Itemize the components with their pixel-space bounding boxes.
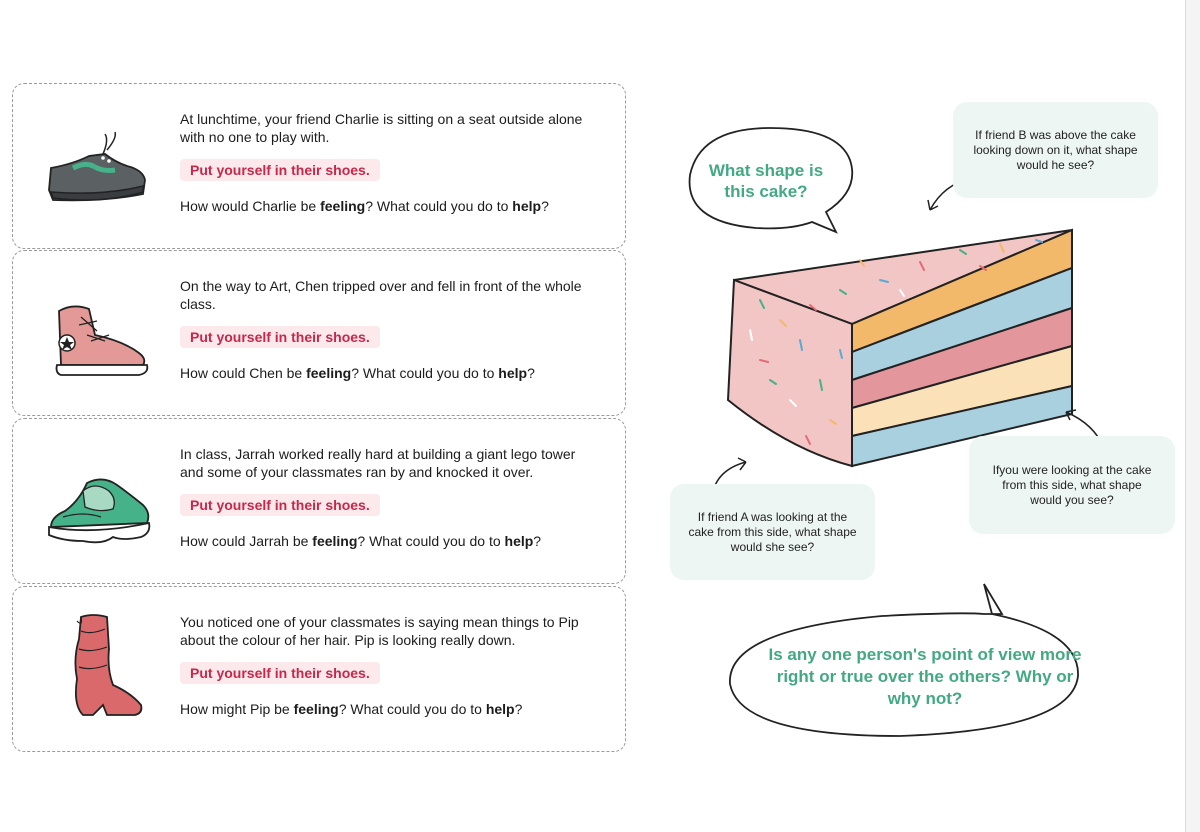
- scenario-text: You noticed one of your classmates is sa…: [180, 614, 579, 648]
- boot-icon: [74, 614, 143, 716]
- scenario-text: In class, Jarrah worked really hard at b…: [180, 446, 576, 480]
- question-bubble-text: Is any one person's point of view more r…: [768, 645, 1082, 708]
- scrollbar-track[interactable]: [1185, 0, 1200, 832]
- cake-slice: [726, 228, 1073, 468]
- speech-bubble-title: [688, 127, 854, 234]
- cake-title-bubble-text: What shape is this cake?: [708, 161, 824, 201]
- note-you: Ifyou were looking at the cake from this…: [969, 436, 1175, 534]
- scenario-text: At lunchtime, your friend Charlie is sit…: [180, 111, 583, 145]
- question-text: How could Jarrah be feeling? What could …: [180, 533, 542, 549]
- scenario-card-jarrah: In class, Jarrah worked really hard at b…: [12, 418, 626, 584]
- sprinkles: [749, 239, 1043, 445]
- running-shoe-icon: [48, 478, 151, 544]
- speech-bubble-question: [729, 583, 1079, 737]
- prompt-badge: Put yourself in their shoes.: [180, 159, 380, 181]
- question-text: How might Pip be feeling? What could you…: [180, 701, 523, 717]
- sneaker-icon: [48, 131, 146, 202]
- high-top-sneaker-icon: [55, 305, 149, 376]
- prompt-badge: Put yourself in their shoes.: [180, 326, 380, 348]
- question-text: How could Chen be feeling? What could yo…: [180, 365, 535, 381]
- scenario-card-chen: On the way to Art, Chen tripped over and…: [12, 250, 626, 416]
- prompt-badge: Put yourself in their shoes.: [180, 662, 380, 684]
- prompt-badge: Put yourself in their shoes.: [180, 494, 380, 516]
- note-friend-b: If friend B was above the cake looking d…: [953, 102, 1158, 198]
- question-text: How would Charlie be feeling? What could…: [180, 198, 549, 214]
- scenario-card-pip: You noticed one of your classmates is sa…: [12, 586, 626, 752]
- note-friend-a: If friend A was looking at the cake from…: [670, 484, 875, 580]
- scenario-text: On the way to Art, Chen tripped over and…: [180, 278, 582, 312]
- scenario-card-charlie: At lunchtime, your friend Charlie is sit…: [12, 83, 626, 249]
